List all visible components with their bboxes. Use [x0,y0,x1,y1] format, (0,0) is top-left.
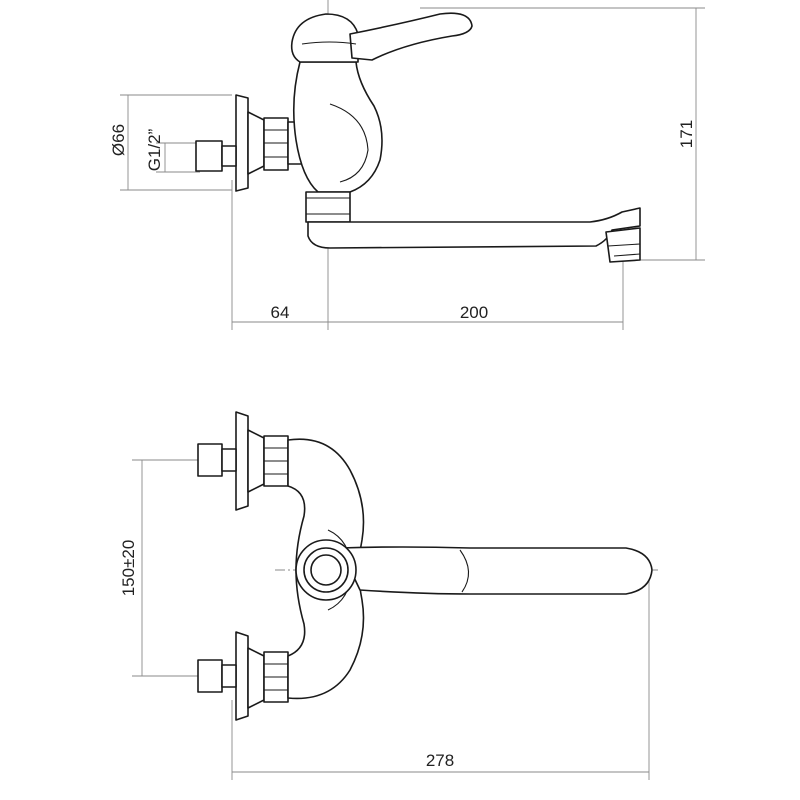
body-contour [329,103,369,183]
cartridge-cap [290,13,359,63]
connector-nut [263,117,289,171]
lower-inlet-neck [221,664,237,688]
lower-flange [235,631,249,721]
dim-label-centers: 150±20 [119,540,138,597]
hub-inner [310,554,342,586]
lower-inlet-connector [197,659,223,693]
inlet-neck [221,145,237,167]
wall-flange [235,94,249,192]
dim-label-reach: 200 [460,303,488,322]
spout [307,207,641,249]
dim-label-total: 278 [426,751,454,770]
front-view: 150±20 278 [119,411,658,780]
spout-joint [459,549,470,593]
escutcheon-cone [247,111,265,175]
inlet-connector [195,140,223,172]
upper-escutcheon [247,429,265,493]
spout-front [339,546,653,595]
mixer-body [292,61,383,193]
side-view: 64 200 171 Ø66 G1/2” [109,0,705,330]
upper-inlet-connector [197,443,223,477]
dim-label-diameter: Ø66 [109,124,128,156]
upper-inlet-neck [221,448,237,472]
spout-collar [305,191,351,223]
lower-escutcheon [247,647,265,709]
cap-line [301,41,357,45]
dim-label-thread: G1/2” [145,128,164,171]
dim-label-height: 171 [677,120,696,148]
dim-label-offset: 64 [271,303,290,322]
lever-handle [349,12,473,61]
upper-flange [235,411,249,511]
